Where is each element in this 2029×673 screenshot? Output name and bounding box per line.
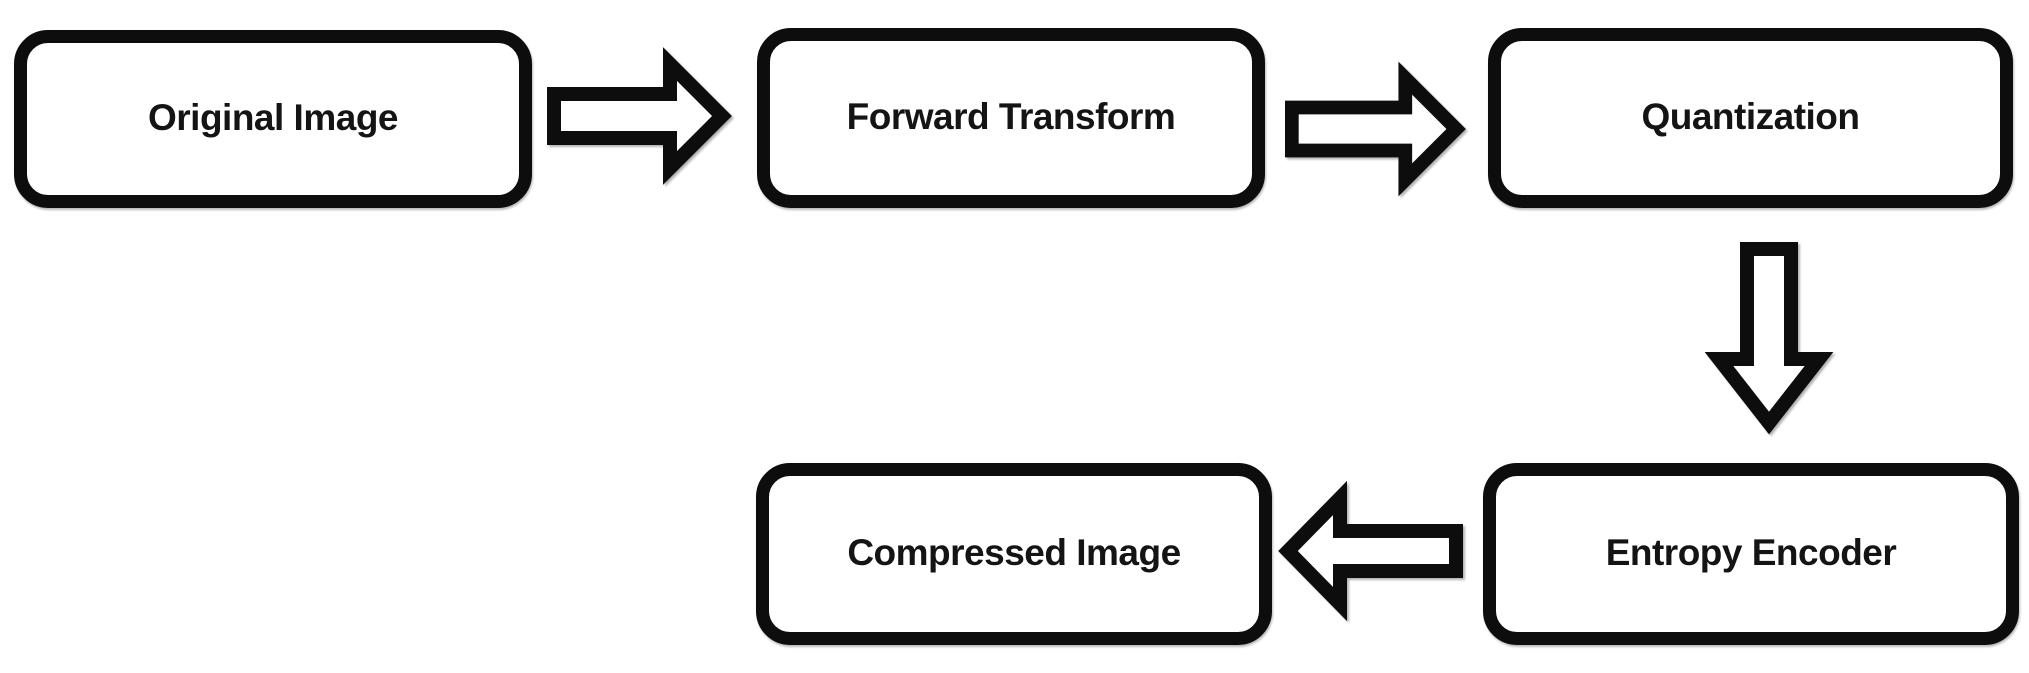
node-quantization-label: Quantization: [1641, 96, 1860, 137]
node-original-image: Original Image: [14, 30, 532, 208]
block-arrow-left-icon: [1278, 480, 1463, 622]
node-entropy-encoder-label: Entropy Encoder: [1605, 532, 1897, 573]
node-original-image-label: Original Image: [147, 97, 399, 138]
node-compressed-image: Compressed Image: [756, 463, 1272, 645]
block-arrow-right-icon: [1284, 61, 1466, 197]
node-entropy-encoder: Entropy Encoder: [1483, 463, 2019, 645]
node-forward-transform: Forward Transform: [757, 28, 1265, 208]
node-quantization: Quantization: [1488, 28, 2013, 208]
node-forward-transform-label: Forward Transform: [846, 96, 1176, 137]
block-arrow-right-icon: [547, 47, 732, 185]
block-arrow-down-icon: [1704, 242, 1834, 435]
node-compressed-image-label: Compressed Image: [847, 532, 1181, 573]
